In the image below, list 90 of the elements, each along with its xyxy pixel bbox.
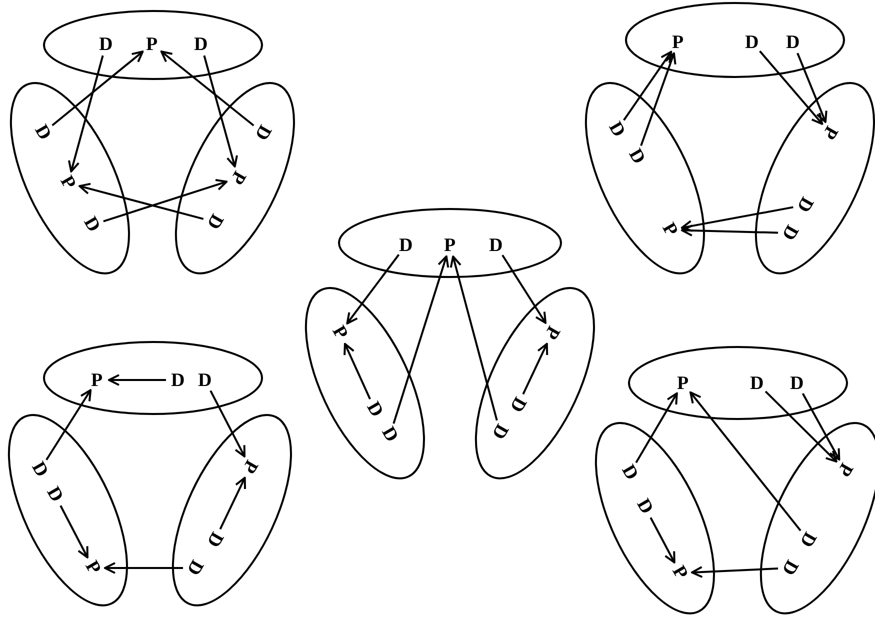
letter-label: P <box>834 460 856 480</box>
letter-label: D <box>786 32 800 52</box>
arrow <box>210 390 246 458</box>
letter-label: D <box>633 496 656 518</box>
letter-label: P <box>238 457 261 477</box>
ellipse-outline <box>474 286 596 480</box>
arrow <box>522 342 548 395</box>
letter-label: P <box>818 123 841 143</box>
ellipse-outline <box>624 1 846 79</box>
letter-label: D <box>399 236 413 254</box>
letter-label: D <box>618 462 642 484</box>
letter-label: P <box>672 32 684 52</box>
arrow <box>764 390 838 463</box>
ellipse-outline <box>42 9 264 81</box>
letter-label: D <box>31 122 54 144</box>
letter-label: P <box>677 374 689 392</box>
ellipse-outline <box>754 80 875 276</box>
arrow <box>680 206 794 232</box>
letter-label: D <box>203 529 226 551</box>
letter-label: P <box>328 323 351 343</box>
ellipse-outline <box>9 80 131 276</box>
letter-label: D <box>790 374 804 392</box>
letter-label: D <box>171 370 185 390</box>
arrow <box>650 517 676 564</box>
letter-label: D <box>605 119 628 141</box>
arrow <box>802 393 840 460</box>
letter-label: D <box>745 32 759 52</box>
letter-label: D <box>750 374 764 392</box>
ellipse-outline <box>171 412 293 608</box>
arrow <box>68 55 104 172</box>
arrow <box>60 505 88 558</box>
letter-label: D <box>378 424 402 446</box>
letter-label: D <box>778 222 802 244</box>
arrow <box>108 374 166 386</box>
letter-label: D <box>28 459 52 481</box>
arrow <box>450 256 498 421</box>
arrow <box>344 342 371 400</box>
ellipse-outline <box>42 340 264 416</box>
letter-label: D <box>183 557 206 579</box>
ellipse-outline <box>174 80 296 276</box>
letter-label: P <box>444 236 456 254</box>
letter-label: D <box>488 421 512 443</box>
arrow <box>796 52 828 123</box>
letter-label: D <box>43 484 66 506</box>
arrow <box>689 391 802 532</box>
ellipse-outline <box>304 286 426 480</box>
arrow <box>640 52 676 146</box>
letter-label: D <box>625 146 648 168</box>
letter-label: D <box>80 214 104 236</box>
ellipse-outline <box>7 412 129 608</box>
letter-label: D <box>198 370 212 390</box>
letter-label: D <box>194 34 208 54</box>
ellipse-outline <box>337 207 563 279</box>
letter-label: D <box>506 394 530 416</box>
arrow <box>78 182 204 220</box>
letter-label: P <box>146 34 158 54</box>
arrow <box>635 392 678 464</box>
arrow <box>346 254 400 324</box>
letter-label: P <box>226 168 249 188</box>
arrow <box>219 476 246 530</box>
arrow <box>502 254 547 324</box>
letter-label: D <box>793 194 816 216</box>
arrow <box>681 224 778 237</box>
ellipse-outline <box>594 420 716 616</box>
letter-label: D <box>363 399 386 421</box>
letter-label: D <box>796 529 820 551</box>
letter-label: D <box>489 236 503 254</box>
letter-label: P <box>56 173 79 193</box>
letter-label: D <box>778 557 802 579</box>
arrow <box>759 50 824 125</box>
arrow <box>104 562 183 574</box>
letter-label: P <box>82 558 104 578</box>
letter-label: P <box>91 370 103 390</box>
arrow <box>160 50 254 126</box>
arrow <box>691 566 778 578</box>
arrow <box>203 55 238 168</box>
ellipse-outline <box>627 345 849 421</box>
letter-label: P <box>668 563 691 583</box>
ellipse-outline <box>584 80 706 276</box>
letter-label: P <box>658 220 681 240</box>
letter-label: D <box>251 122 274 144</box>
arrow <box>392 255 450 424</box>
arrow <box>103 178 228 222</box>
letter-label: P <box>540 323 563 343</box>
arrow <box>52 50 144 126</box>
letter-label: D <box>99 34 113 54</box>
ellipse-outline <box>759 420 875 616</box>
arrow <box>623 50 672 121</box>
arrow <box>46 389 92 460</box>
letter-label: D <box>203 211 226 233</box>
